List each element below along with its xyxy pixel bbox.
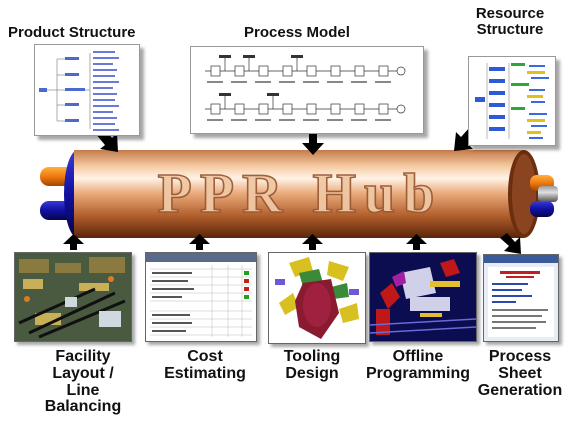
process-model-flow bbox=[190, 46, 424, 134]
offline-label-line2: Programming bbox=[365, 364, 470, 382]
tooling-design-thumbnail bbox=[268, 252, 366, 344]
cost-label-line2: Estimating bbox=[164, 364, 246, 382]
right-blue-rod bbox=[530, 201, 554, 217]
tooling-label-line1: Tooling bbox=[283, 348, 341, 365]
facility-label-line4: Balancing bbox=[44, 398, 122, 416]
tooling-design-label: Tooling Design bbox=[262, 348, 362, 383]
right-stub bbox=[538, 186, 558, 202]
process-sheet-label: Process Sheet Generation bbox=[470, 348, 570, 399]
offline-programming-thumbnail bbox=[369, 252, 477, 342]
process-sheet-label-line3: Generation bbox=[477, 381, 563, 399]
hub-cylinder bbox=[74, 150, 524, 238]
cost-estimating-label: Cost Estimating bbox=[150, 348, 260, 383]
facility-label-line3: Line bbox=[66, 381, 100, 399]
cost-estimating-thumbnail bbox=[145, 252, 257, 342]
facility-layout-thumbnail bbox=[14, 252, 132, 342]
facility-label-line1: Facility bbox=[55, 348, 111, 365]
process-sheet-label-line1: Process bbox=[488, 348, 552, 365]
cost-label-line1: Cost bbox=[187, 348, 223, 365]
arrow-icon bbox=[63, 233, 521, 254]
process-sheet-thumbnail bbox=[483, 254, 559, 342]
resource-structure-line1: Resource bbox=[475, 5, 545, 22]
process-model-label: Process Model bbox=[244, 24, 350, 41]
facility-label-line2: Layout / bbox=[52, 364, 114, 382]
offline-label-line1: Offline bbox=[392, 348, 444, 365]
resource-structure-line2: Structure bbox=[476, 20, 544, 38]
tooling-label-line2: Design bbox=[285, 364, 339, 382]
product-structure-label: Product Structure bbox=[8, 24, 136, 41]
resource-structure-label: Resource Structure bbox=[466, 6, 554, 38]
resource-structure-tree bbox=[468, 56, 556, 146]
process-sheet-label-line2: Sheet bbox=[498, 364, 542, 382]
product-structure-tree bbox=[34, 44, 140, 136]
facility-layout-label: Facility Layout / Line Balancing bbox=[28, 348, 138, 416]
hub-title: PPR Hub bbox=[158, 163, 443, 225]
offline-programming-label: Offline Programming bbox=[356, 348, 480, 383]
